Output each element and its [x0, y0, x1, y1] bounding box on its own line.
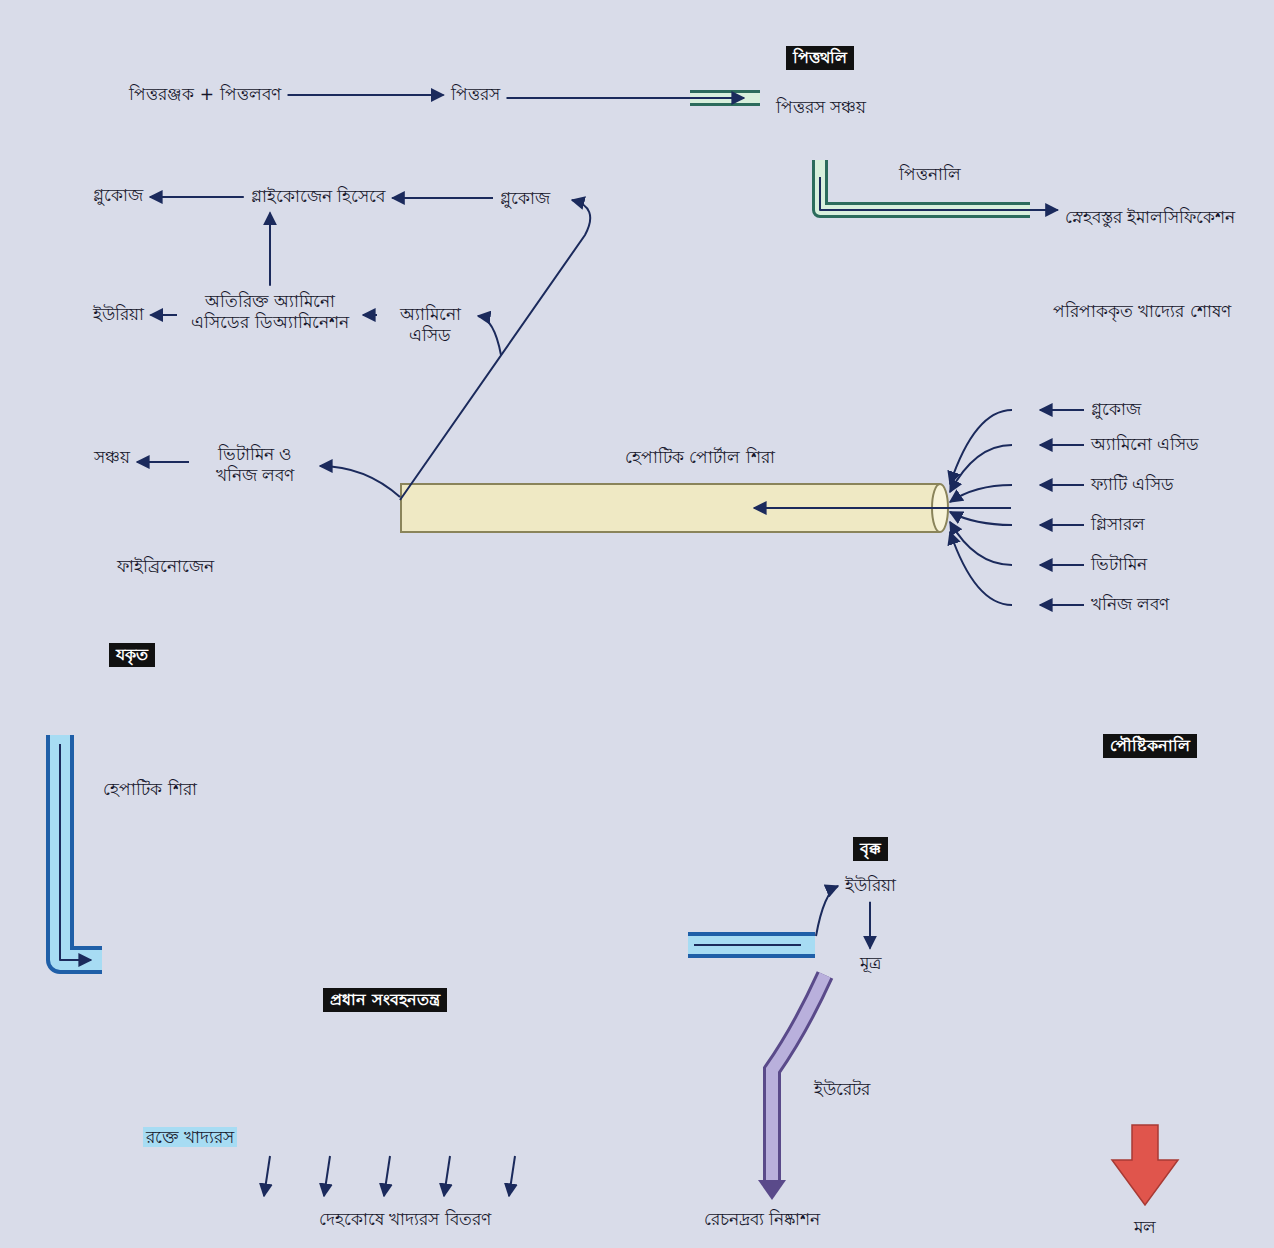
node-text: গ্লুকোজ: [93, 185, 143, 205]
node-text: স্নেহবস্তুর ইমালসিফিকেশন: [1065, 207, 1235, 227]
liver-outline: [15, 15, 750, 740]
process-label: পিত্তরস: [448, 83, 503, 106]
node-text: পিত্তরস সঞ্চয়: [776, 97, 866, 118]
node-text: মূত্র: [860, 953, 881, 973]
node-text: ইউরিয়া: [93, 304, 144, 324]
process-label: গ্লিসারল: [1088, 513, 1148, 536]
text-holder: যকৃত: [109, 643, 155, 667]
process-label: গ্লুকোজ: [1088, 398, 1144, 421]
process-label: ভিটামিন ও খনিজ লবণ: [193, 443, 317, 488]
node-text: অতিরিক্ত অ্যামিনো এসিডের ডিঅ্যামিনেশন: [191, 291, 348, 332]
text-holder: হেপাটিক পোর্টাল শিরা: [622, 447, 778, 468]
portal-branches: [320, 200, 590, 500]
connector-arrow: [150, 196, 244, 198]
name-tag: পিত্তথলি: [786, 46, 854, 70]
process-label: ইউরিয়া: [842, 874, 899, 897]
caption-label: ইউরেটর: [811, 1079, 873, 1099]
process-label: খনিজ লবণ: [1088, 593, 1172, 616]
process-label: অ্যামিনো এসিড: [381, 303, 479, 348]
caption-label: রেচনদ্রব্য নিষ্কাশন: [701, 1209, 823, 1229]
text-holder: পিত্তথলি: [786, 46, 854, 70]
organ-node: যকৃত পিত্তরঞ্জক + পিত্তলবণ পিত্তরস গ্লুকোজ গ…: [15, 15, 750, 740]
caption-label: মল: [1131, 1217, 1159, 1237]
organ-node: পিত্তথলি পিত্তরস সঞ্চয়: [748, 28, 893, 173]
connector-arrow: [363, 314, 377, 316]
edge-label: পিত্তনালি: [896, 164, 964, 184]
name-tag: যকৃত: [109, 643, 155, 667]
connector-arrow: [869, 902, 871, 949]
faeces-arrow: [1112, 1125, 1178, 1205]
node-text: পিত্তরঞ্জক + পিত্তলবণ: [129, 84, 280, 104]
connector-arrow: [151, 314, 178, 316]
connector-arrow: [60, 744, 91, 960]
text-holder: পিত্তরস সঞ্চয়: [776, 97, 866, 118]
node-text: খনিজ লবণ: [1091, 594, 1169, 614]
process-label: গ্লাইকোজেন হিসেবে: [248, 185, 388, 208]
connector-arrow: [269, 213, 271, 286]
node-text: ভিটামিন ও খনিজ লবণ: [216, 444, 294, 485]
node-text: পরিপাককৃত খাদ্যের শোষণ: [1053, 301, 1231, 321]
node-text: সঞ্চয়: [94, 447, 130, 467]
text-holder: বৃক্ক: [853, 837, 888, 861]
process-label: সঞ্চয়: [91, 446, 133, 469]
node-text: গ্লুকোজ: [1091, 399, 1141, 419]
process-label: স্নেহবস্তুর ইমালসিফিকেশন: [1062, 206, 1238, 229]
text-holder: দেহকোষে খাদ্যরস বিতরণ: [316, 1209, 494, 1230]
process-label: অতিরিক্ত অ্যামিনো এসিডের ডিঅ্যামিনেশন: [181, 290, 359, 335]
node-text: অ্যামিনো এসিড: [1091, 434, 1199, 454]
name-tag: বৃক্ক: [853, 837, 888, 861]
connector-arrow: [288, 94, 444, 96]
text-holder: মল: [1131, 1217, 1159, 1238]
bile-duct: [690, 98, 1030, 210]
text-holder: রেচনদ্রব্য নিষ্কাশন: [701, 1209, 823, 1230]
node-text: গ্লিসারল: [1091, 514, 1145, 534]
node-text: গ্লুকোজ: [500, 188, 550, 208]
node-text: ফ্যাটি এসিড: [1091, 474, 1174, 494]
node-text: ইউরিয়া: [845, 875, 896, 895]
node-text: ভিটামিন: [1091, 554, 1147, 574]
connector-arrow: [507, 97, 745, 99]
connector-arrow: [754, 507, 1011, 509]
name-tag: পৌষ্টিকনালি: [1103, 734, 1197, 758]
process-label: পিত্তরঞ্জক + পিত্তলবণ: [126, 83, 283, 106]
process-label: ফাইব্রিনোজেন: [114, 555, 217, 578]
node-text: পিত্তরস: [451, 84, 500, 104]
organ-node: প্রধান সংবহনতন্ত্র: [95, 840, 690, 1150]
name-tag: প্রধান সংবহনতন্ত্র: [323, 988, 447, 1012]
blood-vessel: [60, 735, 815, 960]
distribution-arrows: [264, 1156, 515, 1196]
text-holder: ইউরেটর: [811, 1079, 873, 1100]
text-holder: রক্তে খাদ্যরস: [143, 1127, 237, 1148]
process-label: গ্লুকোজ: [497, 187, 553, 210]
process-label: ফ্যাটি এসিড: [1088, 473, 1177, 496]
process-label: অ্যামিনো এসিড: [1088, 433, 1202, 456]
text-holder: প্রধান সংবহনতন্ত্র: [323, 988, 447, 1012]
connector-arrow: [694, 944, 801, 946]
edge-label: হেপাটিক শিরা: [100, 779, 199, 799]
process-label: গ্লুকোজ: [90, 184, 146, 207]
process-label: ভিটামিন: [1088, 553, 1150, 576]
node-text: অ্যামিনো এসিড: [400, 304, 461, 345]
organ-node: পৌষ্টিকনালি স্নেহবস্তুর ইমালসিফিকেশন পরিপা…: [1015, 20, 1265, 1125]
node-text: গ্লাইকোজেন হিসেবে: [251, 186, 385, 206]
edge-label: হেপাটিক পোর্টাল শিরা: [622, 447, 778, 467]
caption-label: রক্তে খাদ্যরস: [143, 1127, 237, 1147]
process-label: মূত্র: [857, 952, 884, 975]
text-holder: হেপাটিক শিরা: [100, 779, 199, 800]
text-holder: পিত্তনালি: [896, 164, 964, 185]
process-label: ইউরিয়া: [90, 303, 147, 326]
organ-node: বৃক্ক ইউরিয়া মূত্র: [805, 820, 935, 995]
connector-arrow: [137, 461, 189, 463]
text-holder: পৌষ্টিকনালি: [1103, 734, 1197, 758]
node-text: ফাইব্রিনোজেন: [117, 556, 214, 576]
urea-arrow: [816, 886, 838, 936]
process-label: পরিপাককৃত খাদ্যের শোষণ: [1050, 300, 1234, 323]
connector-arrow: [392, 197, 493, 199]
caption-label: দেহকোষে খাদ্যরস বিতরণ: [316, 1209, 494, 1229]
